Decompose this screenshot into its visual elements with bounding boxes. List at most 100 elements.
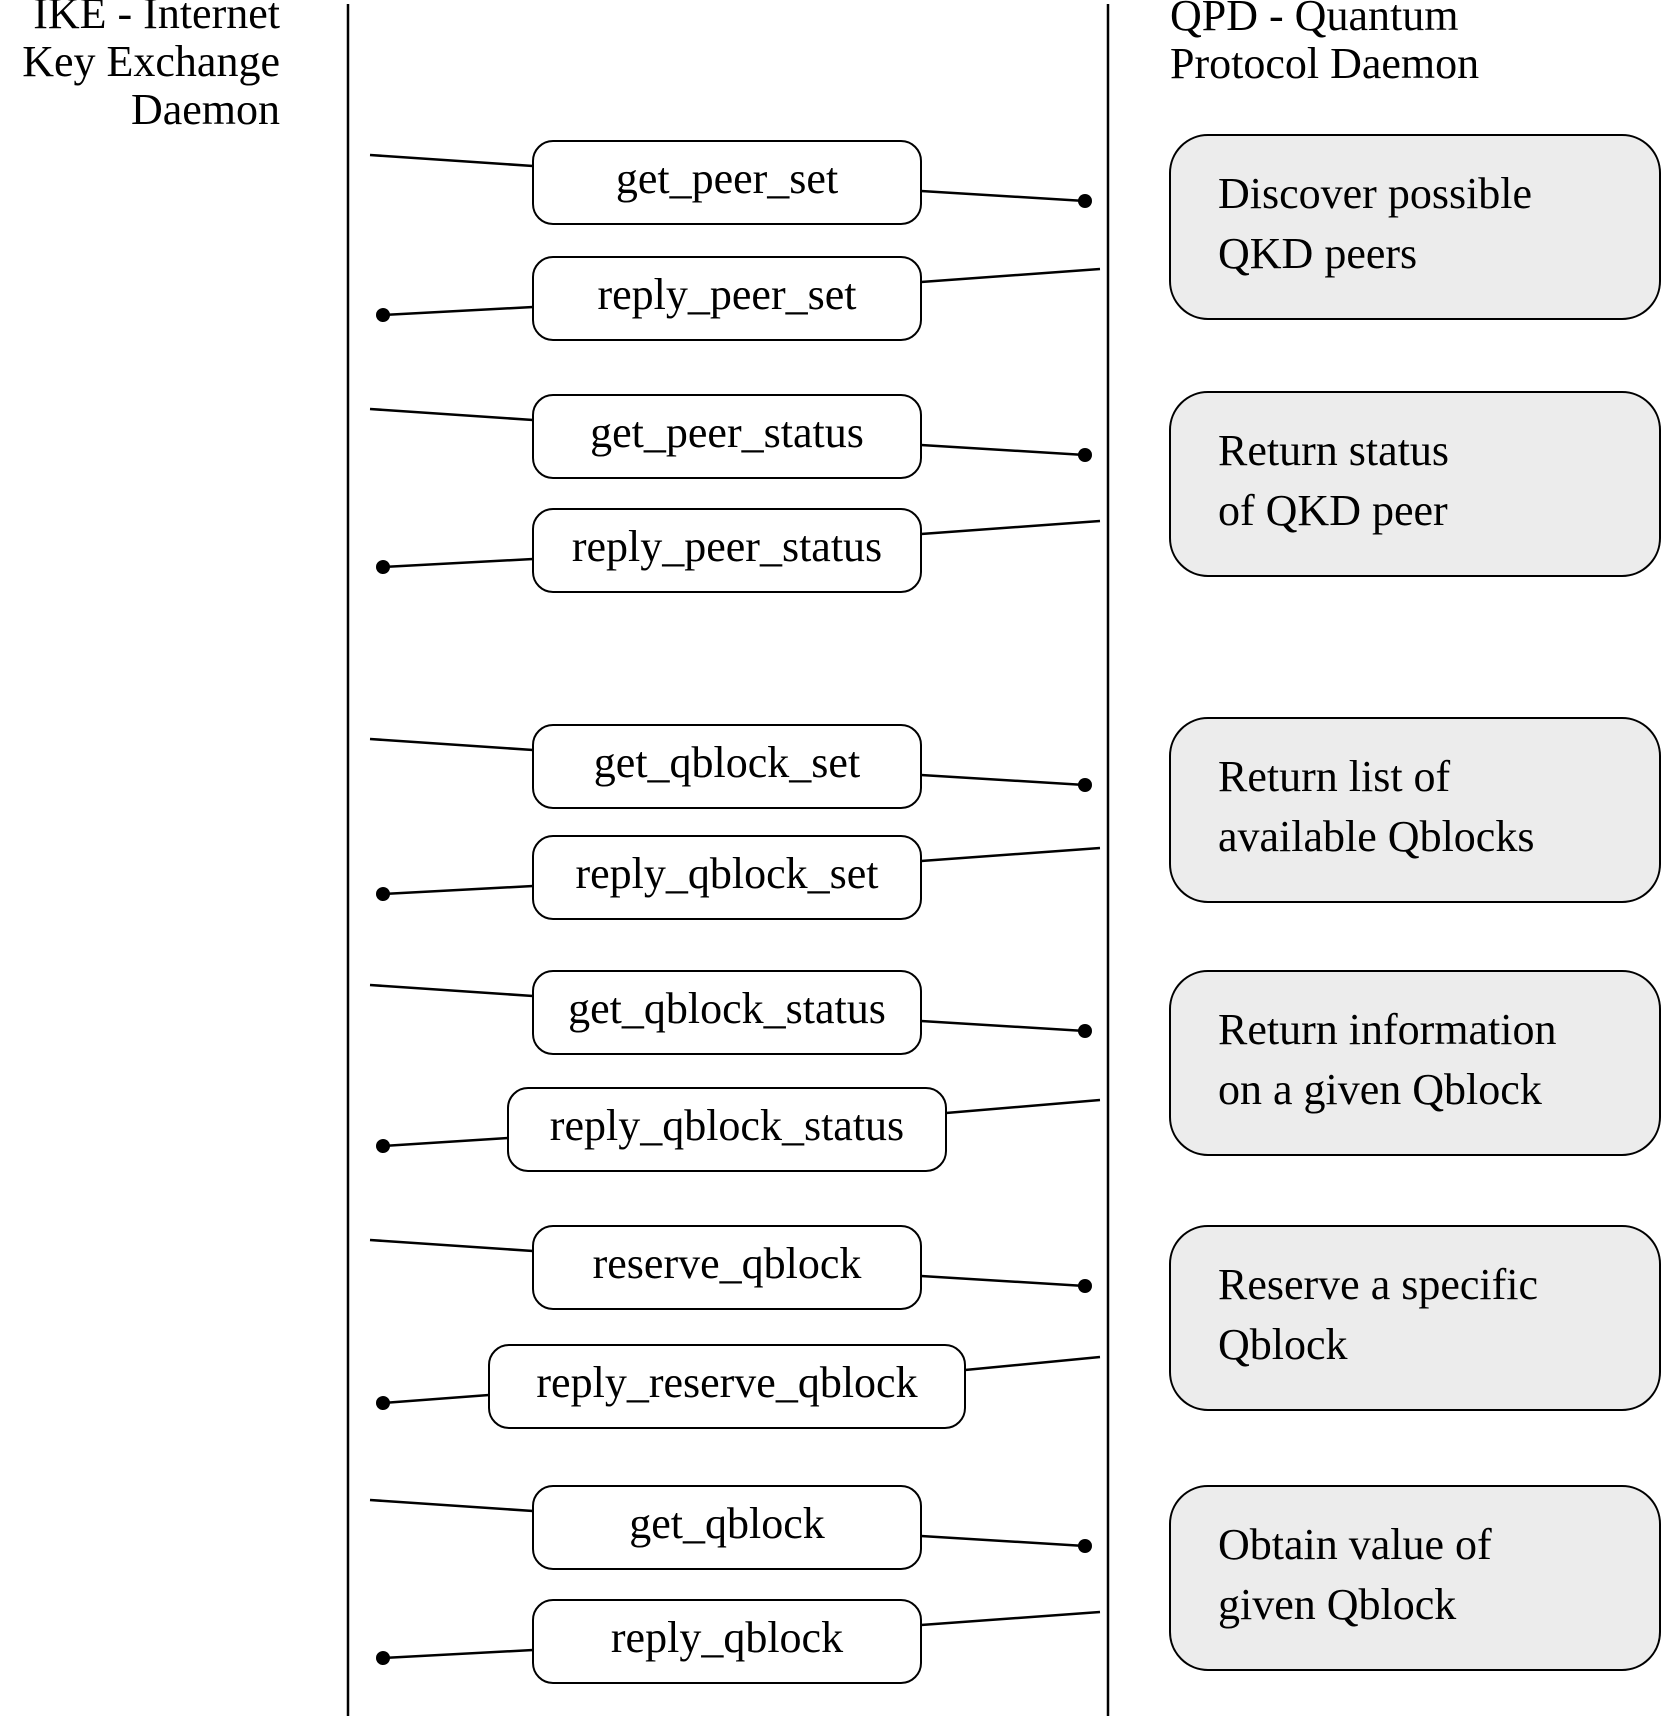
reply-connector-out [382, 884, 534, 896]
ike-header-line: IKE - Internet [33, 0, 280, 38]
description-line: Obtain value of [1218, 1520, 1492, 1569]
description-line: on a given Qblock [1218, 1065, 1542, 1114]
message-label: get_qblock_status [568, 984, 886, 1033]
description-line: given Qblock [1218, 1580, 1456, 1629]
message-label: reserve_qblock [593, 1239, 862, 1288]
description-box: Return list of available Qblocks [1169, 717, 1661, 903]
reply-connector-in [920, 846, 1101, 863]
request-connector-out [920, 1019, 1086, 1033]
messages: get_peer_set reply_peer_set get_peer_statu… [369, 140, 1101, 1684]
description-line: Qblock [1218, 1320, 1348, 1369]
description-line: Reserve a specific [1218, 1260, 1538, 1309]
arrival-dot [1078, 194, 1092, 208]
message-request: get_qblock_set [369, 724, 1092, 809]
message-box [532, 835, 922, 920]
message-box [532, 1225, 922, 1310]
message-box [532, 1485, 922, 1570]
description-line: available Qblocks [1218, 812, 1534, 861]
arrival-dot [1078, 778, 1092, 792]
arrival-dot [1078, 1024, 1092, 1038]
request-connector-in [369, 737, 534, 752]
message-reply: reply_peer_set [376, 256, 1101, 341]
message-request: get_peer_status [369, 394, 1092, 479]
reply-connector-in [920, 519, 1101, 536]
message-reply: reply_qblock_status [376, 1087, 1101, 1172]
message-box [532, 1599, 922, 1684]
description-line: Return information [1218, 1005, 1557, 1054]
lifelines [346, 4, 1110, 1716]
message-label: reply_peer_status [572, 522, 882, 571]
request-connector-in [369, 1238, 534, 1253]
description-shape [1169, 391, 1661, 577]
message-label: get_peer_status [590, 408, 864, 457]
request-connector-out [920, 443, 1086, 457]
message-label: get_peer_set [616, 154, 838, 203]
reply-connector-in [920, 1610, 1101, 1627]
description-shape [1169, 134, 1661, 320]
description-shape [1169, 717, 1661, 903]
arrival-dot [376, 887, 390, 901]
message-box [532, 724, 922, 809]
arrival-dot [1078, 448, 1092, 462]
arrival-dot [1078, 1539, 1092, 1553]
message-box [488, 1344, 966, 1429]
reply-connector-out [382, 1136, 509, 1148]
request-connector-out [920, 1534, 1086, 1548]
description-line: QKD peers [1218, 229, 1417, 278]
description-shape [1169, 970, 1661, 1156]
arrival-dot [376, 308, 390, 322]
qpd-header-line: QPD - Quantum [1170, 0, 1458, 40]
message-label: reply_qblock_status [550, 1101, 904, 1150]
description-box: Return information on a given Qblock [1169, 970, 1661, 1156]
message-label: get_qblock_set [594, 738, 860, 787]
message-box [532, 394, 922, 479]
message-request: get_qblock_status [369, 970, 1092, 1055]
message-label: reply_qblock_set [575, 849, 878, 898]
message-box [532, 140, 922, 225]
request-connector-in [369, 153, 534, 168]
description-line: Return list of [1218, 752, 1451, 801]
message-box [507, 1087, 947, 1172]
arrival-dot [376, 1651, 390, 1665]
message-reply: reply_reserve_qblock [376, 1344, 1101, 1429]
description-box: Obtain value of given Qblock [1169, 1485, 1661, 1671]
description-shape [1169, 1485, 1661, 1671]
qpd-header-line: Protocol Daemon [1170, 39, 1479, 88]
reply-connector-in [964, 1355, 1101, 1372]
description-line: of QKD peer [1218, 486, 1448, 535]
message-box [532, 970, 922, 1055]
description-shape [1169, 1225, 1661, 1411]
reply-connector-in [920, 267, 1101, 284]
message-request: get_peer_set [369, 140, 1092, 225]
message-label: reply_reserve_qblock [536, 1358, 917, 1407]
message-box [532, 508, 922, 593]
arrival-dot [376, 1139, 390, 1153]
request-connector-out [920, 1274, 1086, 1288]
message-reply: reply_peer_status [376, 508, 1101, 593]
reply-connector-out [382, 557, 534, 569]
reply-connector-out [382, 1648, 534, 1660]
reply-connector-out [382, 1393, 490, 1405]
message-reply: reply_qblock [376, 1599, 1101, 1684]
message-label: get_qblock [629, 1499, 825, 1548]
arrival-dot [1078, 1279, 1092, 1293]
request-connector-in [369, 407, 534, 422]
message-reply: reply_qblock_set [376, 835, 1101, 920]
request-connector-out [920, 773, 1086, 787]
request-connector-in [369, 983, 534, 998]
message-request: get_qblock [369, 1485, 1092, 1570]
request-connector-out [920, 189, 1086, 203]
reply-connector-in [945, 1098, 1101, 1115]
arrival-dot [376, 1396, 390, 1410]
ike-header-line: Key Exchange [22, 37, 280, 86]
ike-header-line: Daemon [131, 85, 280, 134]
request-connector-in [369, 1498, 534, 1513]
message-label: reply_qblock [611, 1613, 843, 1662]
message-request: reserve_qblock [369, 1225, 1092, 1310]
